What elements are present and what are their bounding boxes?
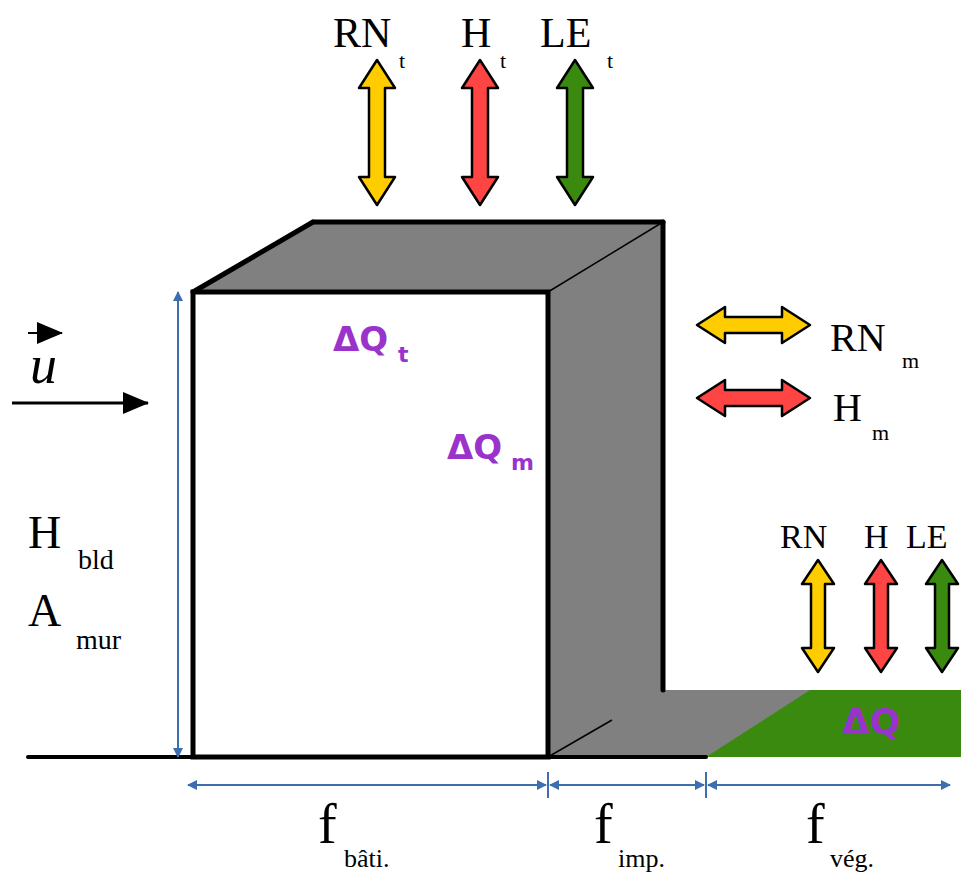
- subscript: mur: [76, 626, 121, 654]
- fraction-name: f: [318, 796, 337, 852]
- storage-symbol: ΔQ: [333, 322, 388, 356]
- storage-symbol: ΔQ: [842, 704, 900, 740]
- vegetation-patch: ΔQ: [830, 690, 961, 757]
- fraction-dimensions: [188, 772, 950, 798]
- flux-arrows: [359, 60, 958, 672]
- subscript: vég.: [830, 846, 874, 872]
- flux-name: H: [461, 12, 491, 54]
- variable-name: A: [28, 588, 61, 634]
- vector-arrow: [28, 332, 62, 334]
- vegetation: [706, 690, 961, 757]
- subscript: imp.: [618, 846, 665, 872]
- building-box: ΔQtΔQm: [193, 292, 548, 757]
- wind-symbol: u: [30, 338, 57, 392]
- wind-arrow: [12, 402, 148, 405]
- subscript: t: [399, 50, 405, 72]
- building-edges: [28, 222, 706, 757]
- fraction-name: f: [806, 796, 825, 852]
- flux-name: RN: [780, 520, 827, 554]
- subscript: m: [872, 422, 889, 444]
- storage-symbol: ΔQ: [447, 430, 502, 464]
- flux-name: H: [864, 520, 889, 554]
- flux-name: RN: [830, 318, 886, 358]
- subscript: bld: [78, 546, 114, 574]
- subscript: bâti.: [344, 846, 390, 872]
- flux-name: LE: [906, 520, 948, 554]
- flux-name: LE: [540, 12, 591, 54]
- front-face: [193, 292, 548, 757]
- hidden-edges: [193, 292, 548, 757]
- flux-name: H: [833, 388, 862, 428]
- flux-name: RN: [333, 12, 391, 54]
- side-wall: [548, 222, 663, 690]
- flux-subscript: m: [511, 452, 534, 474]
- variable-name: H: [28, 510, 61, 556]
- fraction-name: f: [594, 796, 613, 852]
- flux-subscript: t: [398, 344, 409, 366]
- subscript: t: [607, 50, 613, 72]
- height-dimension: [177, 292, 179, 757]
- subscript: t: [500, 50, 506, 72]
- subscript: m: [902, 350, 919, 372]
